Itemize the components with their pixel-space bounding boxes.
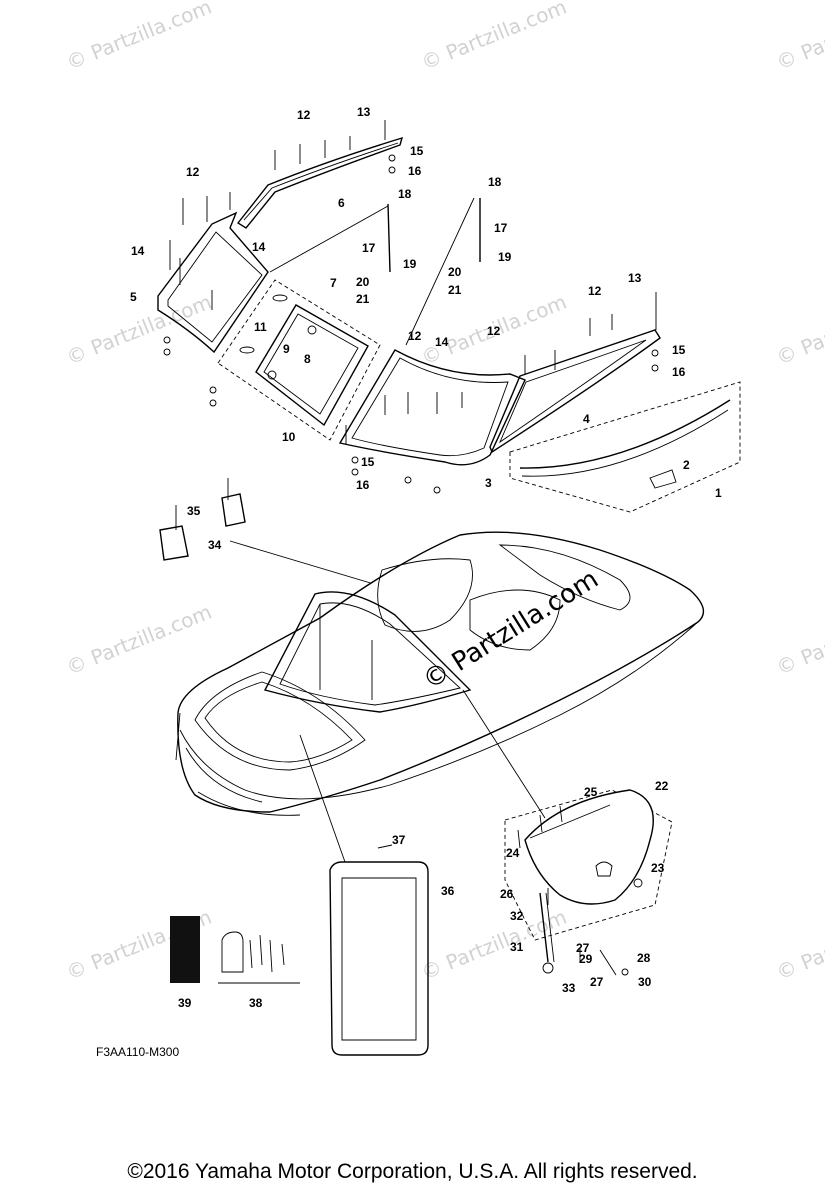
support-arms [269, 197, 481, 346]
callout-16b: 16 [672, 365, 686, 379]
callout-19: 19 [403, 257, 417, 271]
part-39-strip [170, 916, 200, 983]
callout-15c: 15 [361, 455, 375, 469]
callout-20b: 20 [448, 265, 462, 279]
part-38-kit [218, 931, 300, 984]
callout-23: 23 [651, 861, 665, 875]
callout-12: 12 [297, 108, 311, 122]
callout-17: 17 [362, 241, 376, 255]
callout-18b: 18 [488, 175, 502, 189]
glovebox-lid-assembly [462, 689, 673, 976]
callout-6: 6 [338, 196, 345, 210]
callout-13b: 13 [628, 271, 642, 285]
callout-16c: 16 [356, 478, 370, 492]
windshield-right-panel [489, 329, 661, 454]
windshield-top-piece [236, 136, 404, 229]
callout-5: 5 [130, 290, 137, 304]
callout-27b: 27 [590, 975, 604, 989]
callout-35: 35 [187, 504, 201, 518]
callout-22: 22 [655, 779, 669, 793]
hinge-brackets [159, 478, 415, 597]
callout-34: 34 [208, 538, 222, 552]
callout-13: 13 [357, 105, 371, 119]
callout-9: 9 [283, 342, 290, 356]
fastener-marks [163, 120, 659, 494]
callout-14b: 14 [252, 240, 266, 254]
callout-21: 21 [356, 292, 370, 306]
watermark-text: © Partzilla.com [63, 0, 215, 75]
boat-hull [175, 531, 705, 816]
callout-27: 27 [576, 941, 590, 955]
callout-14c: 14 [435, 335, 449, 349]
callout-20: 20 [356, 275, 370, 289]
callout-14: 14 [131, 244, 145, 258]
callout-37: 37 [392, 833, 406, 847]
windshield-center-panel [338, 349, 526, 466]
callout-32: 32 [510, 909, 524, 923]
cover-seal-36 [299, 734, 429, 1056]
callout-1: 1 [715, 486, 722, 500]
callout-15b: 15 [672, 343, 686, 357]
watermark-text: © Partzilla.com [63, 290, 215, 370]
watermark-text: © Partzilla.com [418, 0, 570, 75]
callout-4: 4 [583, 412, 590, 426]
callout-33: 33 [562, 981, 576, 995]
watermark-layer: © Partzilla.com © Partzilla.com © Partzi… [63, 0, 825, 985]
callout-12b: 12 [186, 165, 200, 179]
callout-12c: 12 [408, 329, 422, 343]
callout-8: 8 [304, 352, 311, 366]
callout-15: 15 [410, 144, 424, 158]
callout-38: 38 [249, 996, 263, 1010]
callout-25: 25 [584, 785, 598, 799]
callout-39: 39 [178, 996, 192, 1010]
callout-11: 11 [254, 320, 267, 334]
callout-10: 10 [282, 430, 296, 444]
callout-2: 2 [683, 458, 690, 472]
callout-12d: 12 [487, 324, 501, 338]
callout-18: 18 [398, 187, 412, 201]
callout-26: 26 [500, 887, 514, 901]
copyright-footer: ©2016 Yamaha Motor Corporation, U.S.A. A… [127, 1160, 698, 1183]
callout-29: 29 [579, 952, 593, 966]
callout-12e: 12 [588, 284, 602, 298]
windshield-trim-strip [509, 381, 741, 513]
watermark-text: © Partzilla.com [773, 290, 825, 370]
callout-28: 28 [637, 951, 651, 965]
diagram-code: F3AA110-M300 [96, 1045, 179, 1059]
callout-17b: 17 [494, 221, 508, 235]
callout-21b: 21 [448, 283, 462, 297]
watermark-text: © Partzilla.com [773, 600, 825, 680]
callout-labels: 1 2 3 4 5 6 7 8 9 10 11 12 12 12 12 12 1… [130, 105, 722, 1010]
callout-36: 36 [441, 884, 455, 898]
callout-7: 7 [330, 276, 337, 290]
callout-31: 31 [510, 940, 524, 954]
callout-30: 30 [638, 975, 652, 989]
watermark-text: © Partzilla.com [773, 905, 825, 985]
callout-16: 16 [408, 164, 422, 178]
callout-3: 3 [485, 476, 492, 490]
callout-19b: 19 [498, 250, 512, 264]
windshield-center-frame [217, 279, 381, 441]
windshield-left-panel [157, 211, 269, 354]
watermark-text: © Partzilla.com [63, 600, 215, 680]
watermark-text: © Partzilla.com [773, 0, 825, 75]
callout-24: 24 [506, 846, 520, 860]
